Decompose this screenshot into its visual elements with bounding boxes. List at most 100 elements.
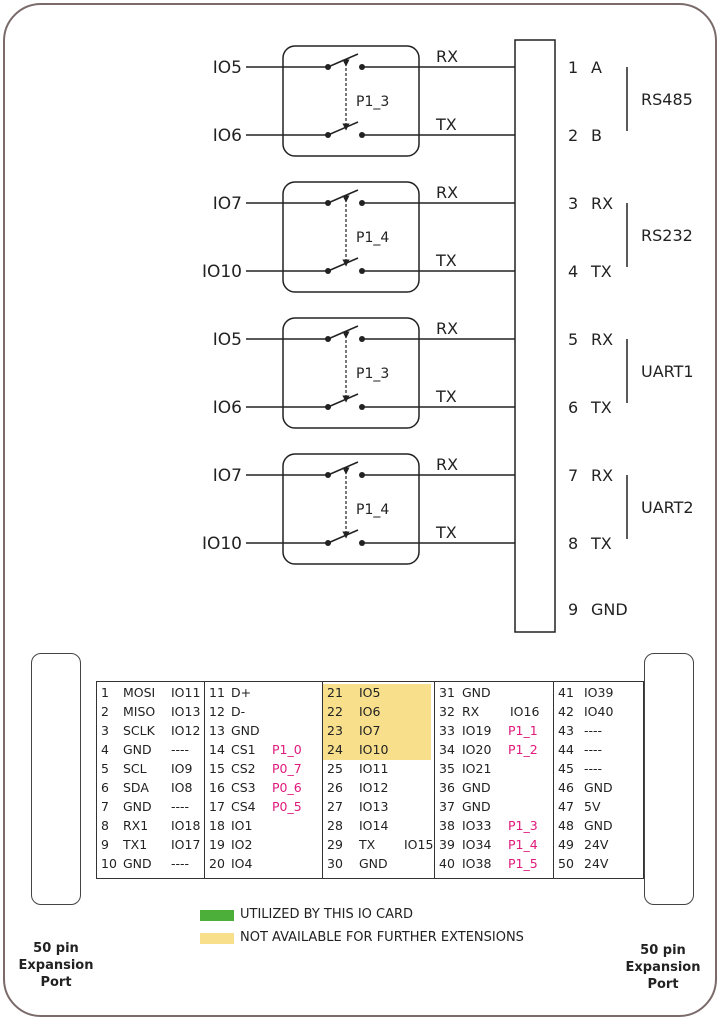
pin-number: 22 bbox=[327, 704, 343, 719]
pin-name: GND bbox=[584, 818, 613, 833]
pin-number: 39 bbox=[439, 837, 455, 852]
pin-port: P1_3 bbox=[508, 818, 538, 833]
pin-name: GND bbox=[123, 799, 152, 814]
pin-name: MOSI bbox=[123, 685, 156, 700]
pin-port: P1_4 bbox=[508, 837, 538, 852]
input-label: IO6 bbox=[213, 126, 242, 146]
pin-name: IO13 bbox=[359, 799, 389, 814]
switch-contact bbox=[359, 540, 365, 546]
pin-name: RX1 bbox=[123, 818, 149, 833]
input-label: IO10 bbox=[202, 262, 242, 282]
expansion-port-right-label: 50 pin Expansion Port bbox=[618, 942, 708, 993]
pin-number: 18 bbox=[209, 818, 225, 833]
input-label: IO6 bbox=[213, 398, 242, 418]
pin-name: IO40 bbox=[584, 704, 614, 719]
pin-number: 5 bbox=[101, 761, 109, 776]
pin-name: TX1 bbox=[123, 837, 148, 852]
pin-row: 45---- bbox=[554, 760, 645, 778]
switch-contact bbox=[359, 132, 365, 138]
pin-name: IO20 bbox=[462, 742, 492, 757]
connector-pin-number: 9 bbox=[568, 600, 578, 619]
pin-number: 17 bbox=[209, 799, 225, 814]
pin-name: SCLK bbox=[123, 723, 155, 738]
pin-number: 4 bbox=[101, 742, 109, 757]
pin-alt: IO13 bbox=[171, 704, 201, 719]
pin-number: 44 bbox=[558, 742, 574, 757]
pin-highlight bbox=[323, 741, 431, 760]
pin-name: IO38 bbox=[462, 856, 492, 871]
outer-frame bbox=[3, 3, 717, 1017]
pin-number: 7 bbox=[101, 799, 109, 814]
pin-name: CS3 bbox=[231, 780, 256, 795]
switch-blade bbox=[327, 461, 359, 476]
pin-alt: ---- bbox=[171, 856, 190, 871]
port-label-line: 50 pin bbox=[33, 941, 79, 956]
pin-alt: IO9 bbox=[171, 761, 193, 776]
output-label: TX bbox=[435, 251, 457, 270]
output-label: TX bbox=[435, 523, 457, 542]
pin-number: 9 bbox=[101, 837, 109, 852]
pin-number: 35 bbox=[439, 761, 455, 776]
pin-number: 30 bbox=[327, 856, 343, 871]
switch-contact bbox=[359, 336, 365, 342]
pin-number: 28 bbox=[327, 818, 343, 833]
pin-port: P0_6 bbox=[272, 780, 302, 795]
pin-number: 12 bbox=[209, 704, 225, 719]
pin-name: CS2 bbox=[231, 761, 256, 776]
pin-port: P1_5 bbox=[508, 856, 538, 871]
pin-alt: ---- bbox=[171, 742, 190, 757]
pin-name: IO33 bbox=[462, 818, 492, 833]
connector-pin-name: A bbox=[591, 58, 602, 77]
pin-number: 14 bbox=[209, 742, 225, 757]
pin-number: 24 bbox=[327, 742, 343, 757]
pin-row: 44 ---- bbox=[554, 741, 645, 759]
pin-name: ---- bbox=[584, 742, 603, 757]
pin-name: IO12 bbox=[359, 780, 389, 795]
pin-number: 6 bbox=[101, 780, 109, 795]
pin-name: ---- bbox=[584, 723, 603, 738]
switch-box bbox=[282, 181, 420, 293]
group-label: RS485 bbox=[641, 90, 693, 109]
switch-blade bbox=[327, 393, 359, 408]
pin-port: P1_0 bbox=[272, 742, 302, 757]
connector-pin-number: 7 bbox=[568, 466, 578, 485]
legend-text: NOT AVAILABLE FOR FURTHER EXTENSIONS bbox=[240, 930, 524, 945]
switch-blade bbox=[327, 325, 359, 340]
pin-number: 13 bbox=[209, 723, 225, 738]
pin-alt: IO18 bbox=[171, 818, 201, 833]
pin-alt: IO12 bbox=[171, 723, 201, 738]
legend-swatch-green bbox=[200, 910, 234, 921]
pin-row: 43---- bbox=[554, 722, 645, 740]
pin-name: IO2 bbox=[231, 837, 253, 852]
legend-text: UTILIZED BY THIS IO CARD bbox=[240, 907, 414, 922]
pin-name: GND bbox=[584, 780, 613, 795]
pin-name: IO5 bbox=[359, 685, 381, 700]
output-label: RX bbox=[436, 455, 458, 474]
pin-number: 36 bbox=[439, 780, 455, 795]
pin-port: P0_7 bbox=[272, 761, 302, 776]
